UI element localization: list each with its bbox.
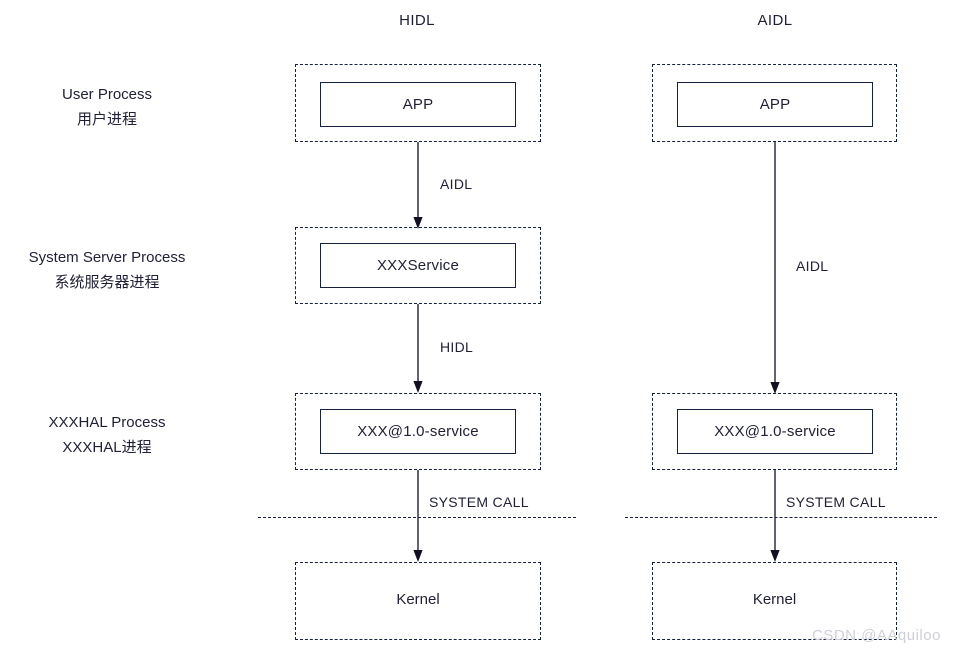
hidl-edge-hal-to-kernel-label: SYSTEM CALL xyxy=(429,494,529,510)
aidl-edge-app-to-hal-label: AIDL xyxy=(796,258,828,274)
hidl-node-app[interactable]: APP xyxy=(320,82,516,127)
column-header-hidl: HIDL xyxy=(357,12,477,29)
row-label-user-process: User Process 用户进程 xyxy=(7,82,207,132)
row-label-system-server-process-en: System Server Process xyxy=(29,249,186,266)
hidl-edge-app-to-service-arrow xyxy=(410,142,426,230)
watermark-text: CSDN @AAquiloo xyxy=(812,627,941,644)
hidl-edge-service-to-hal-arrow xyxy=(410,304,426,394)
hidl-kernel-boundary-separator xyxy=(258,517,576,518)
aidl-edge-hal-to-kernel-label: SYSTEM CALL xyxy=(786,494,886,510)
row-label-user-process-cn: 用户进程 xyxy=(7,107,207,132)
column-header-aidl: AIDL xyxy=(715,12,835,29)
hidl-edge-service-to-hal-label: HIDL xyxy=(440,339,473,355)
row-label-xxxhal-process: XXXHAL Process XXXHAL进程 xyxy=(7,410,207,460)
hidl-node-xxxservice[interactable]: XXXService xyxy=(320,243,516,288)
hidl-node-kernel-label: Kernel xyxy=(295,591,541,608)
row-label-system-server-process-cn: 系统服务器进程 xyxy=(7,270,207,295)
row-label-xxxhal-process-en: XXXHAL Process xyxy=(49,414,166,431)
hidl-edge-app-to-service-label: AIDL xyxy=(440,176,472,192)
hidl-node-xxx-service[interactable]: XXX@1.0-service xyxy=(320,409,516,454)
aidl-node-xxx-service[interactable]: XXX@1.0-service xyxy=(677,409,873,454)
row-label-user-process-en: User Process xyxy=(62,86,152,103)
row-label-xxxhal-process-cn: XXXHAL进程 xyxy=(7,435,207,460)
row-label-system-server-process: System Server Process 系统服务器进程 xyxy=(7,245,207,295)
aidl-edge-app-to-hal-arrow xyxy=(767,142,783,395)
aidl-node-kernel-label: Kernel xyxy=(652,591,897,608)
aidl-node-app[interactable]: APP xyxy=(677,82,873,127)
aidl-kernel-boundary-separator xyxy=(625,517,937,518)
